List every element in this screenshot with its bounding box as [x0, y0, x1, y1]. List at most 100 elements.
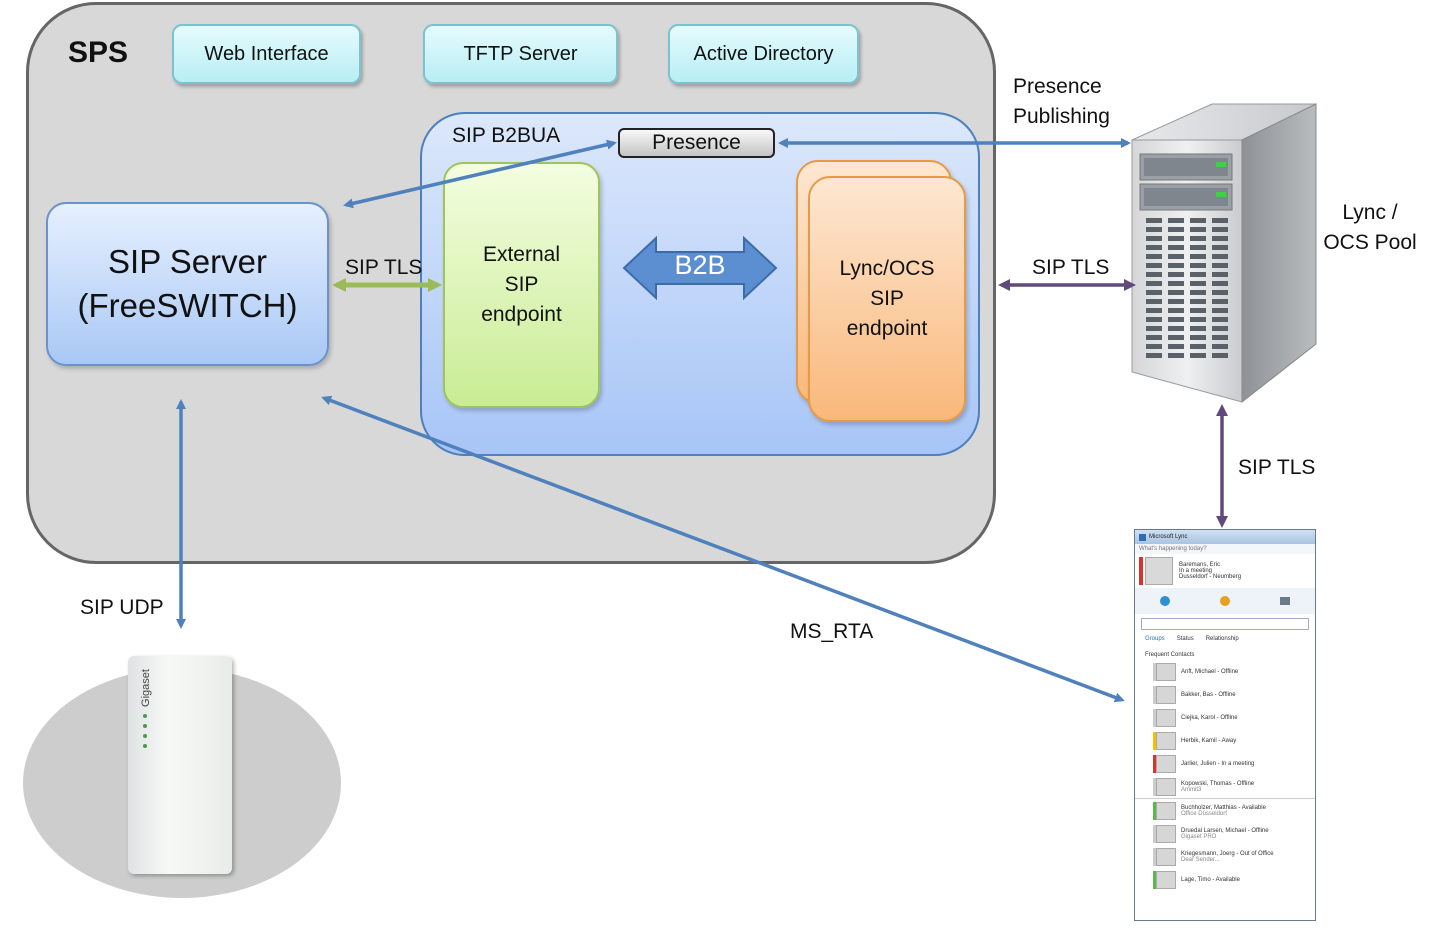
contact-row[interactable]: Jarlier, Julien - In a meeting: [1135, 752, 1315, 775]
server-slot: [1146, 308, 1162, 313]
server-slot: [1146, 353, 1162, 358]
server-slot: [1190, 353, 1206, 358]
contact-presence-bar: [1153, 754, 1156, 773]
server-slot: [1168, 263, 1184, 268]
server-slot: [1168, 236, 1184, 241]
sip-server-box: SIP Server (FreeSWITCH): [46, 202, 329, 366]
contact-row[interactable]: Bakker, Bas - Offline: [1135, 683, 1315, 706]
tab-relationship[interactable]: Relationship: [1205, 636, 1239, 642]
server-slot: [1146, 299, 1162, 304]
lync-view-toolbar: [1135, 588, 1315, 614]
contact-avatar: [1156, 731, 1176, 750]
led-4: [143, 744, 147, 748]
contact-search-input[interactable]: [1141, 618, 1309, 630]
sip-tls-client-label: SIP TLS: [1238, 456, 1316, 479]
server-slot: [1190, 245, 1206, 250]
tab-status[interactable]: Status: [1176, 636, 1194, 642]
user-status[interactable]: In a meeting: [1179, 568, 1213, 574]
server-slot: [1212, 326, 1228, 331]
contact-avatar: [1156, 662, 1176, 681]
server-slot: [1146, 236, 1162, 241]
presence-box: Presence: [618, 128, 775, 158]
server-slot: [1190, 227, 1206, 232]
activity-feed-icon[interactable]: [1220, 596, 1230, 606]
ms-rta-arrow: [321, 395, 1125, 703]
server-slot: [1146, 281, 1162, 286]
contact-presence-bar: [1153, 847, 1156, 866]
server-slot: [1168, 245, 1184, 250]
server-slot: [1190, 236, 1206, 241]
server-slot: [1146, 326, 1162, 331]
contact-presence-bar: [1153, 731, 1156, 750]
server-slot: [1190, 326, 1206, 331]
server-slot: [1168, 281, 1184, 286]
lync-line-3: endpoint: [846, 317, 928, 340]
contact-name: Kriegesmann, Joerg - Out of Office: [1181, 850, 1274, 857]
lync-pool-label: Lync / OCS Pool: [1322, 198, 1418, 258]
contact-row[interactable]: Lage, Timo - Available: [1135, 868, 1315, 891]
server-slot: [1168, 326, 1184, 331]
gigaset-base-station: [128, 656, 232, 874]
contact-presence-bar: [1153, 685, 1156, 704]
server-slot: [1168, 254, 1184, 259]
lync-tabs: Groups Status Relationship: [1135, 634, 1315, 644]
contact-text: Anft, Michael - Offline: [1181, 669, 1238, 675]
server-slot: [1212, 272, 1228, 277]
server-slot: [1190, 290, 1206, 295]
server-slot: [1168, 317, 1184, 322]
contact-avatar: [1156, 824, 1176, 843]
contact-avatar: [1156, 685, 1176, 704]
contact-name: Ciejka, Karol - Offline: [1181, 714, 1238, 721]
contact-row[interactable]: Herbik, Kamil - Away: [1135, 729, 1315, 752]
b2b-arrow: [622, 235, 778, 301]
group-header[interactable]: Frequent Contacts: [1145, 652, 1195, 658]
contact-presence-bar: [1153, 708, 1156, 727]
server-slot: [1212, 236, 1228, 241]
contact-avatar: [1156, 708, 1176, 727]
whats-happening-input[interactable]: What's happening today?: [1135, 544, 1315, 554]
b2b-label: B2B: [674, 250, 726, 280]
contact-name: Druedal Larsen, Michael - Offline: [1181, 827, 1269, 834]
contact-name: Lage, Timo - Available: [1181, 876, 1240, 883]
server-slot: [1168, 353, 1184, 358]
server-slot: [1190, 317, 1206, 322]
contact-name: Anft, Michael - Offline: [1181, 668, 1239, 675]
server-slot: [1212, 245, 1228, 250]
user-location[interactable]: Dusseldorf - Neumberg: [1179, 574, 1242, 580]
server-slot: [1190, 335, 1206, 340]
contact-row[interactable]: Anft, Michael - Offline: [1135, 660, 1315, 683]
contact-row[interactable]: Ciejka, Karol - Offline: [1135, 706, 1315, 729]
server-slot: [1146, 272, 1162, 277]
contact-text: Lage, Timo - Available: [1181, 877, 1240, 883]
lync-window-title: Microsoft Lync: [1149, 534, 1188, 540]
presence-publishing-label: Presence Publishing: [1013, 72, 1110, 132]
contact-text: Bakker, Bas - Offline: [1181, 692, 1236, 698]
active-directory-box: Active Directory: [668, 24, 859, 84]
contacts-icon[interactable]: [1160, 596, 1170, 606]
lync-titlebar: Microsoft Lync: [1135, 530, 1315, 544]
server-slot: [1212, 308, 1228, 313]
contact-presence-bar: [1153, 824, 1156, 843]
server-slot: [1146, 335, 1162, 340]
server-slot: [1168, 290, 1184, 295]
server-slot: [1168, 299, 1184, 304]
server-slot: [1168, 335, 1184, 340]
conversations-icon[interactable]: [1280, 597, 1290, 605]
sip-tls-pool-label: SIP TLS: [1032, 256, 1110, 279]
lync-endpoint-text: Lync/OCS SIP endpoint: [808, 254, 966, 344]
server-slot: [1146, 227, 1162, 232]
external-line-1: External: [482, 243, 561, 266]
sip-udp-label: SIP UDP: [80, 596, 164, 619]
server-slot: [1146, 317, 1162, 322]
contact-presence-bar: [1153, 777, 1156, 796]
tab-groups[interactable]: Groups: [1145, 636, 1165, 642]
server-slot: [1212, 353, 1228, 358]
contact-text: Herbik, Kamil - Away: [1181, 738, 1236, 744]
